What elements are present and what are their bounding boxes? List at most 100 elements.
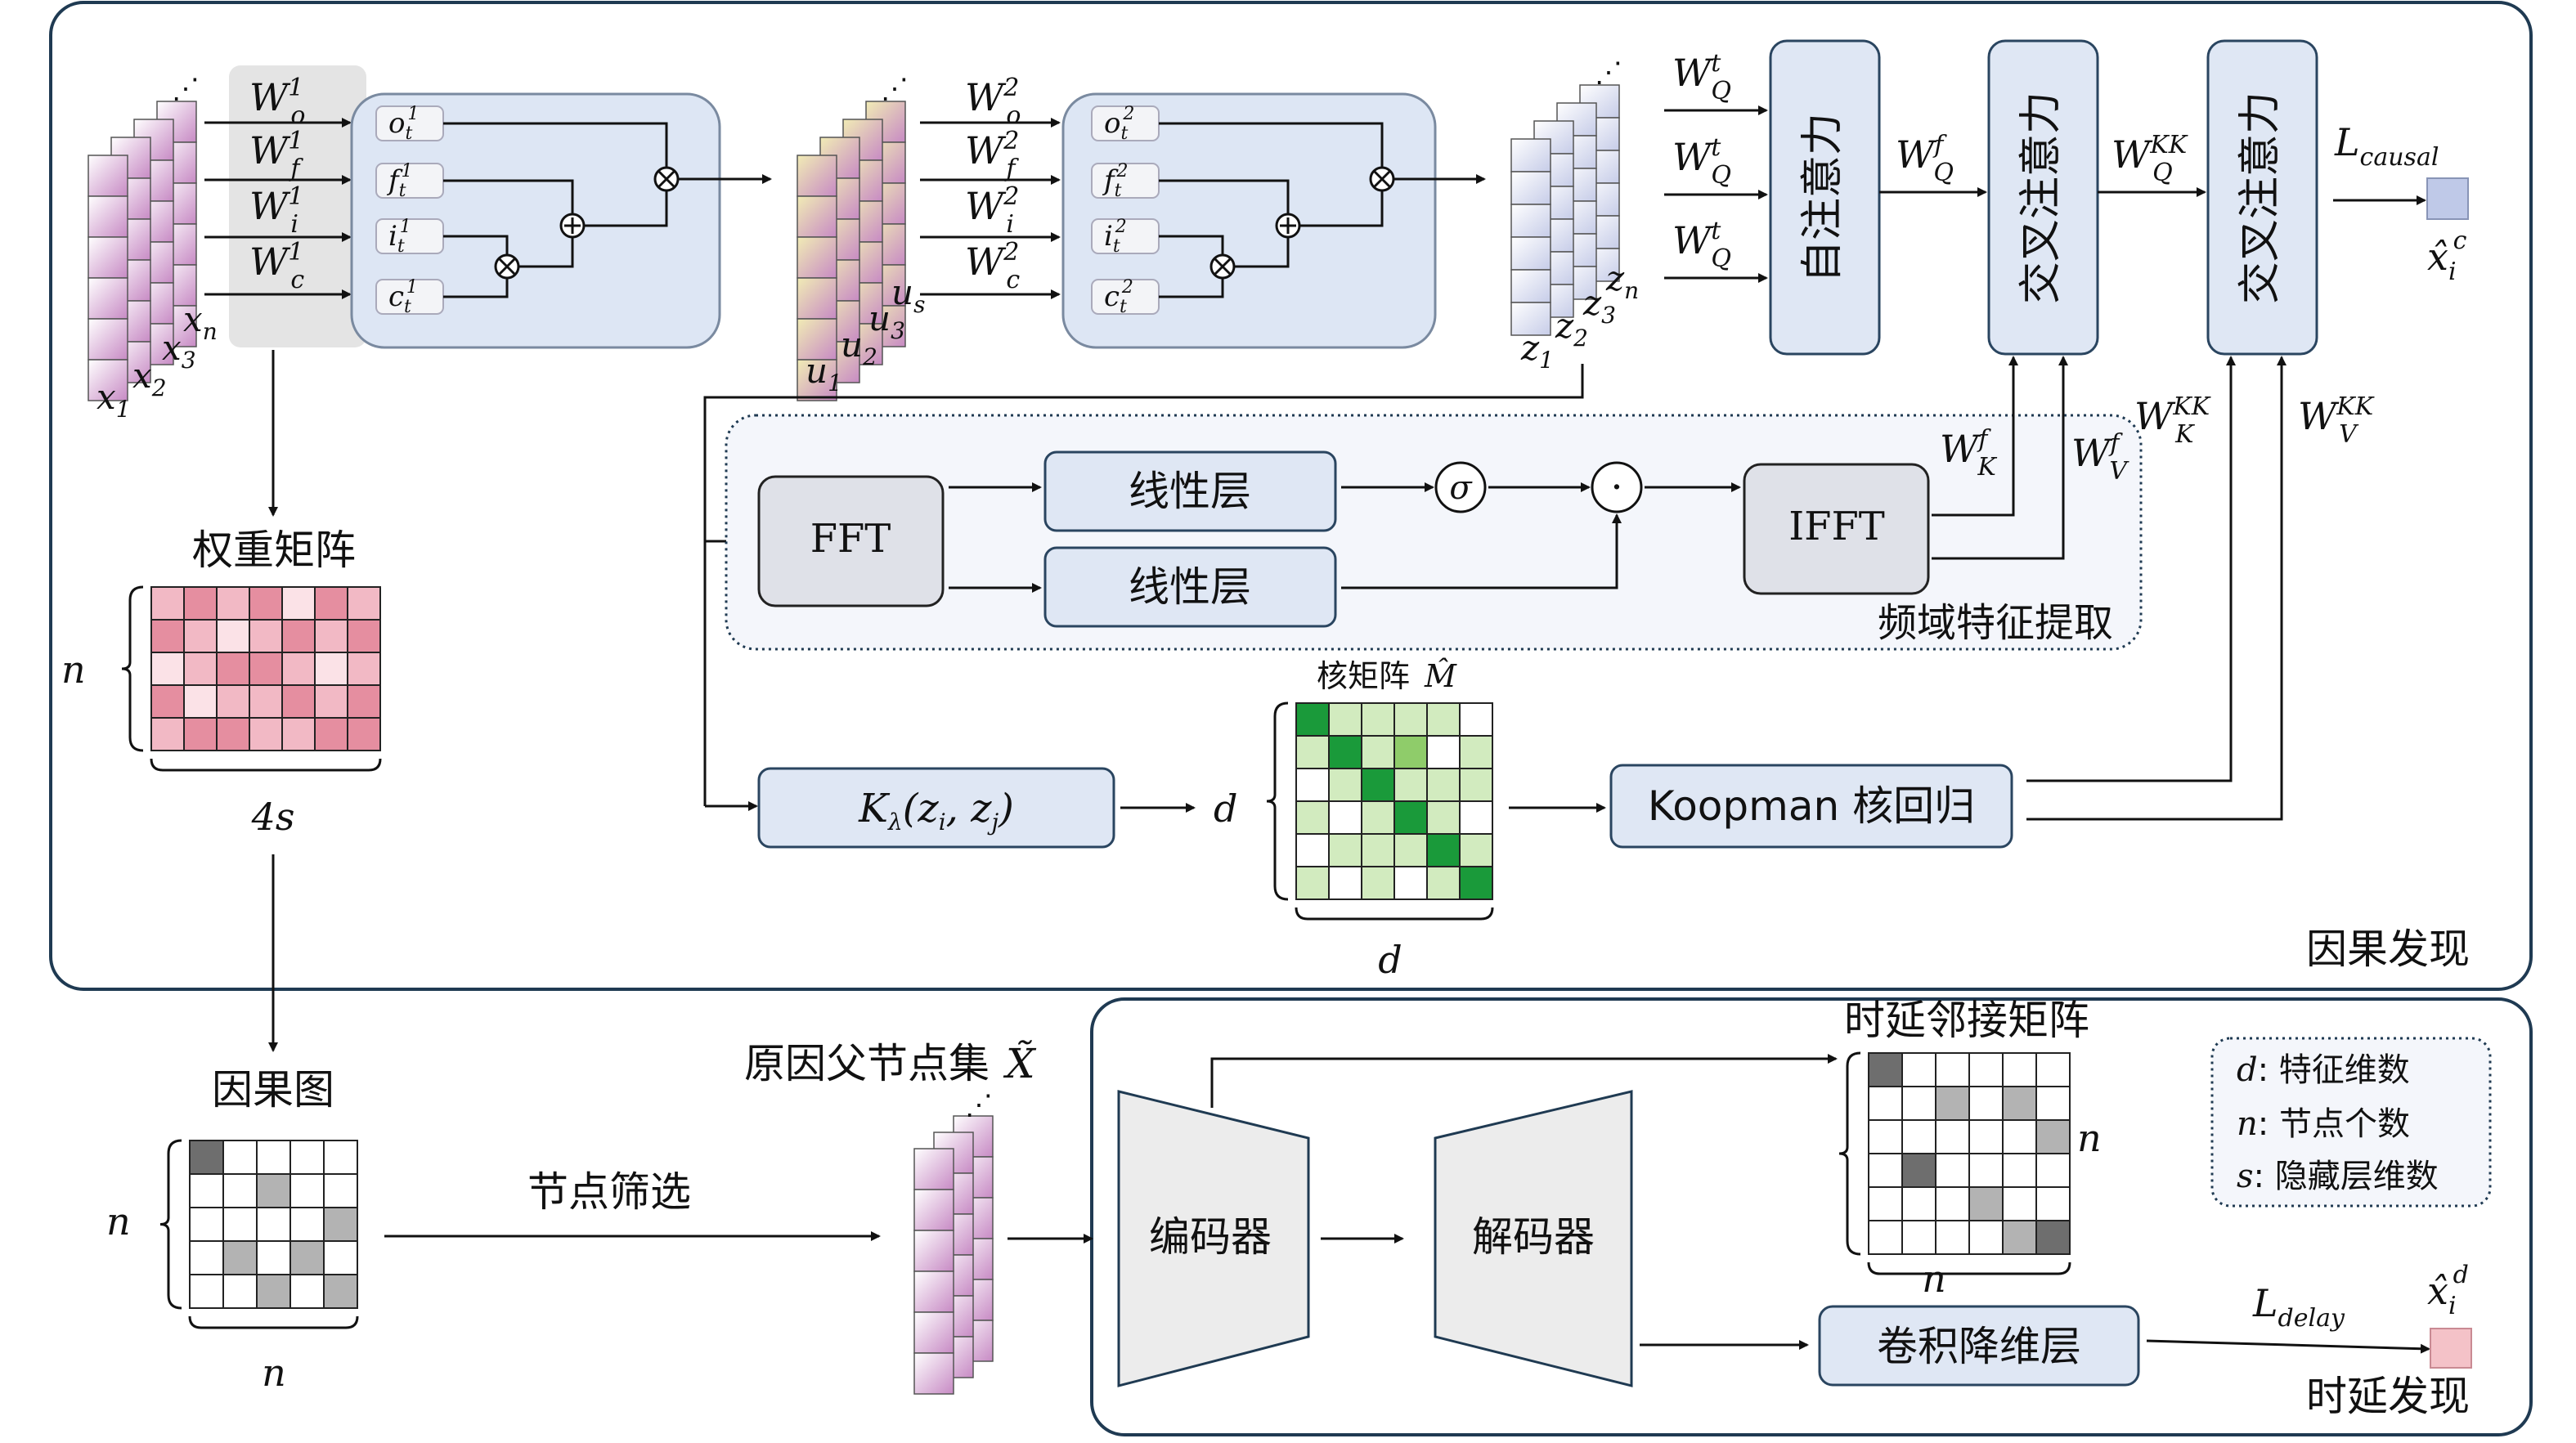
causal-discovery-panel [49,1,2533,991]
cross-attention-block-2 [2206,39,2318,356]
causal-cell [289,1207,325,1242]
parent-cell [913,1230,954,1272]
weight-cell [249,619,283,653]
weight-cell [314,586,348,621]
weight-cell [183,717,218,751]
kernel-cell [1295,735,1330,769]
delay-cell [1868,1052,1903,1087]
legend-item-s: s: 隐藏层维数 [2237,1158,2439,1195]
delay-cell [1968,1153,2004,1188]
causal-cell [222,1240,258,1275]
causal-cell [323,1140,358,1175]
latent-cell [1510,302,1551,336]
causal-cell [289,1173,325,1208]
svg-text:it2: it2 [1104,217,1127,257]
kernel-cell [1459,768,1493,802]
delay-matrix-cols-label: n [1922,1257,1946,1301]
kernel-cell [1393,702,1428,737]
delay-cell [2002,1153,2037,1188]
input-label-x2: x2 [132,356,167,401]
delay-matrix-grid [1838,1051,2071,1275]
weight-matrix-title: 权重矩阵 [192,527,356,574]
causal-cell [189,1140,224,1175]
hadamard-op-icon [1591,461,1643,513]
col-brace [1867,1262,2071,1275]
kernel-cell [1426,768,1461,802]
causal-cell [289,1240,325,1275]
weight-cell [216,652,250,686]
delay-panel-title: 时延发现 [2306,1373,2470,1420]
causal-cell [222,1173,258,1208]
delay-cell [2035,1052,2071,1087]
svg-text:ct2: ct2 [1104,277,1133,317]
kernel-cell [1328,735,1362,769]
loss-causal-label: Lcausal [2334,120,2439,172]
delay-cell [1901,1186,1936,1221]
series-cell [88,359,128,401]
stage1-weight-arrows [204,118,352,299]
row-brace [1266,701,1289,901]
delay-cell [2002,1220,2037,1255]
causal-cell [323,1173,358,1208]
delay-cell [2002,1186,2037,1221]
weight-cell [150,652,185,686]
row-brace [1838,1051,1861,1256]
kernel-cell [1426,702,1461,737]
delay-cell [1868,1186,1903,1221]
causal-cell [256,1173,291,1208]
encoder-block [1117,1090,1310,1387]
svg-text:W2i: W2i [965,182,1019,239]
hidden-series-u-stack: ⋰ [797,73,909,401]
delay-cell [1935,1153,1970,1188]
kernel-cell [1361,866,1395,900]
causal-cell [222,1207,258,1242]
delay-cell [2035,1119,2071,1154]
causal-cell [256,1140,291,1175]
weight-matrix-cols-label: 4s [251,795,295,839]
weight-cell [249,717,283,751]
delay-cell [1868,1220,1903,1255]
weight-cell [281,717,316,751]
svg-text:ot2: ot2 [1104,104,1134,144]
weight-cell [281,684,316,719]
delay-cell [1968,1052,2004,1087]
fft-label: FFT [810,516,891,562]
attention-arrows [1879,187,2426,205]
input-series-x-stack: ⋰ [88,73,200,401]
causal-cell [323,1240,358,1275]
delay-cell [1968,1086,2004,1121]
weight-cell [150,717,185,751]
kernel-cell [1328,800,1362,835]
latent-label-zn: zn [1605,258,1639,304]
kernel-cell [1459,866,1493,900]
kernel-function-label: Kλ(zi, zj) [858,786,1014,836]
weight-cell [150,684,185,719]
series-cell [88,277,128,320]
lstm1-wiring [443,122,772,298]
causal-graph-cols-label: n [262,1351,286,1395]
kernel-cell [1361,800,1395,835]
kernel-cell [1426,833,1461,867]
legend-box [2210,1037,2492,1208]
delay-matrix-rows-label: n [2077,1116,2102,1160]
linear-layer-2 [1043,546,1337,628]
causal-cell [222,1274,258,1309]
delay-cell [2035,1220,2071,1255]
col-brace [1295,907,1494,921]
stage2-weight-arrows [920,118,1061,299]
parent-cell [913,1311,954,1354]
hidden-cell [797,277,837,320]
legend-item-n: n: 节点个数 [2237,1105,2410,1143]
koopman-regression-label: Koopman 核回归 [1648,782,1975,830]
kernel-cell [1295,833,1330,867]
delay-cell [1901,1119,1936,1154]
